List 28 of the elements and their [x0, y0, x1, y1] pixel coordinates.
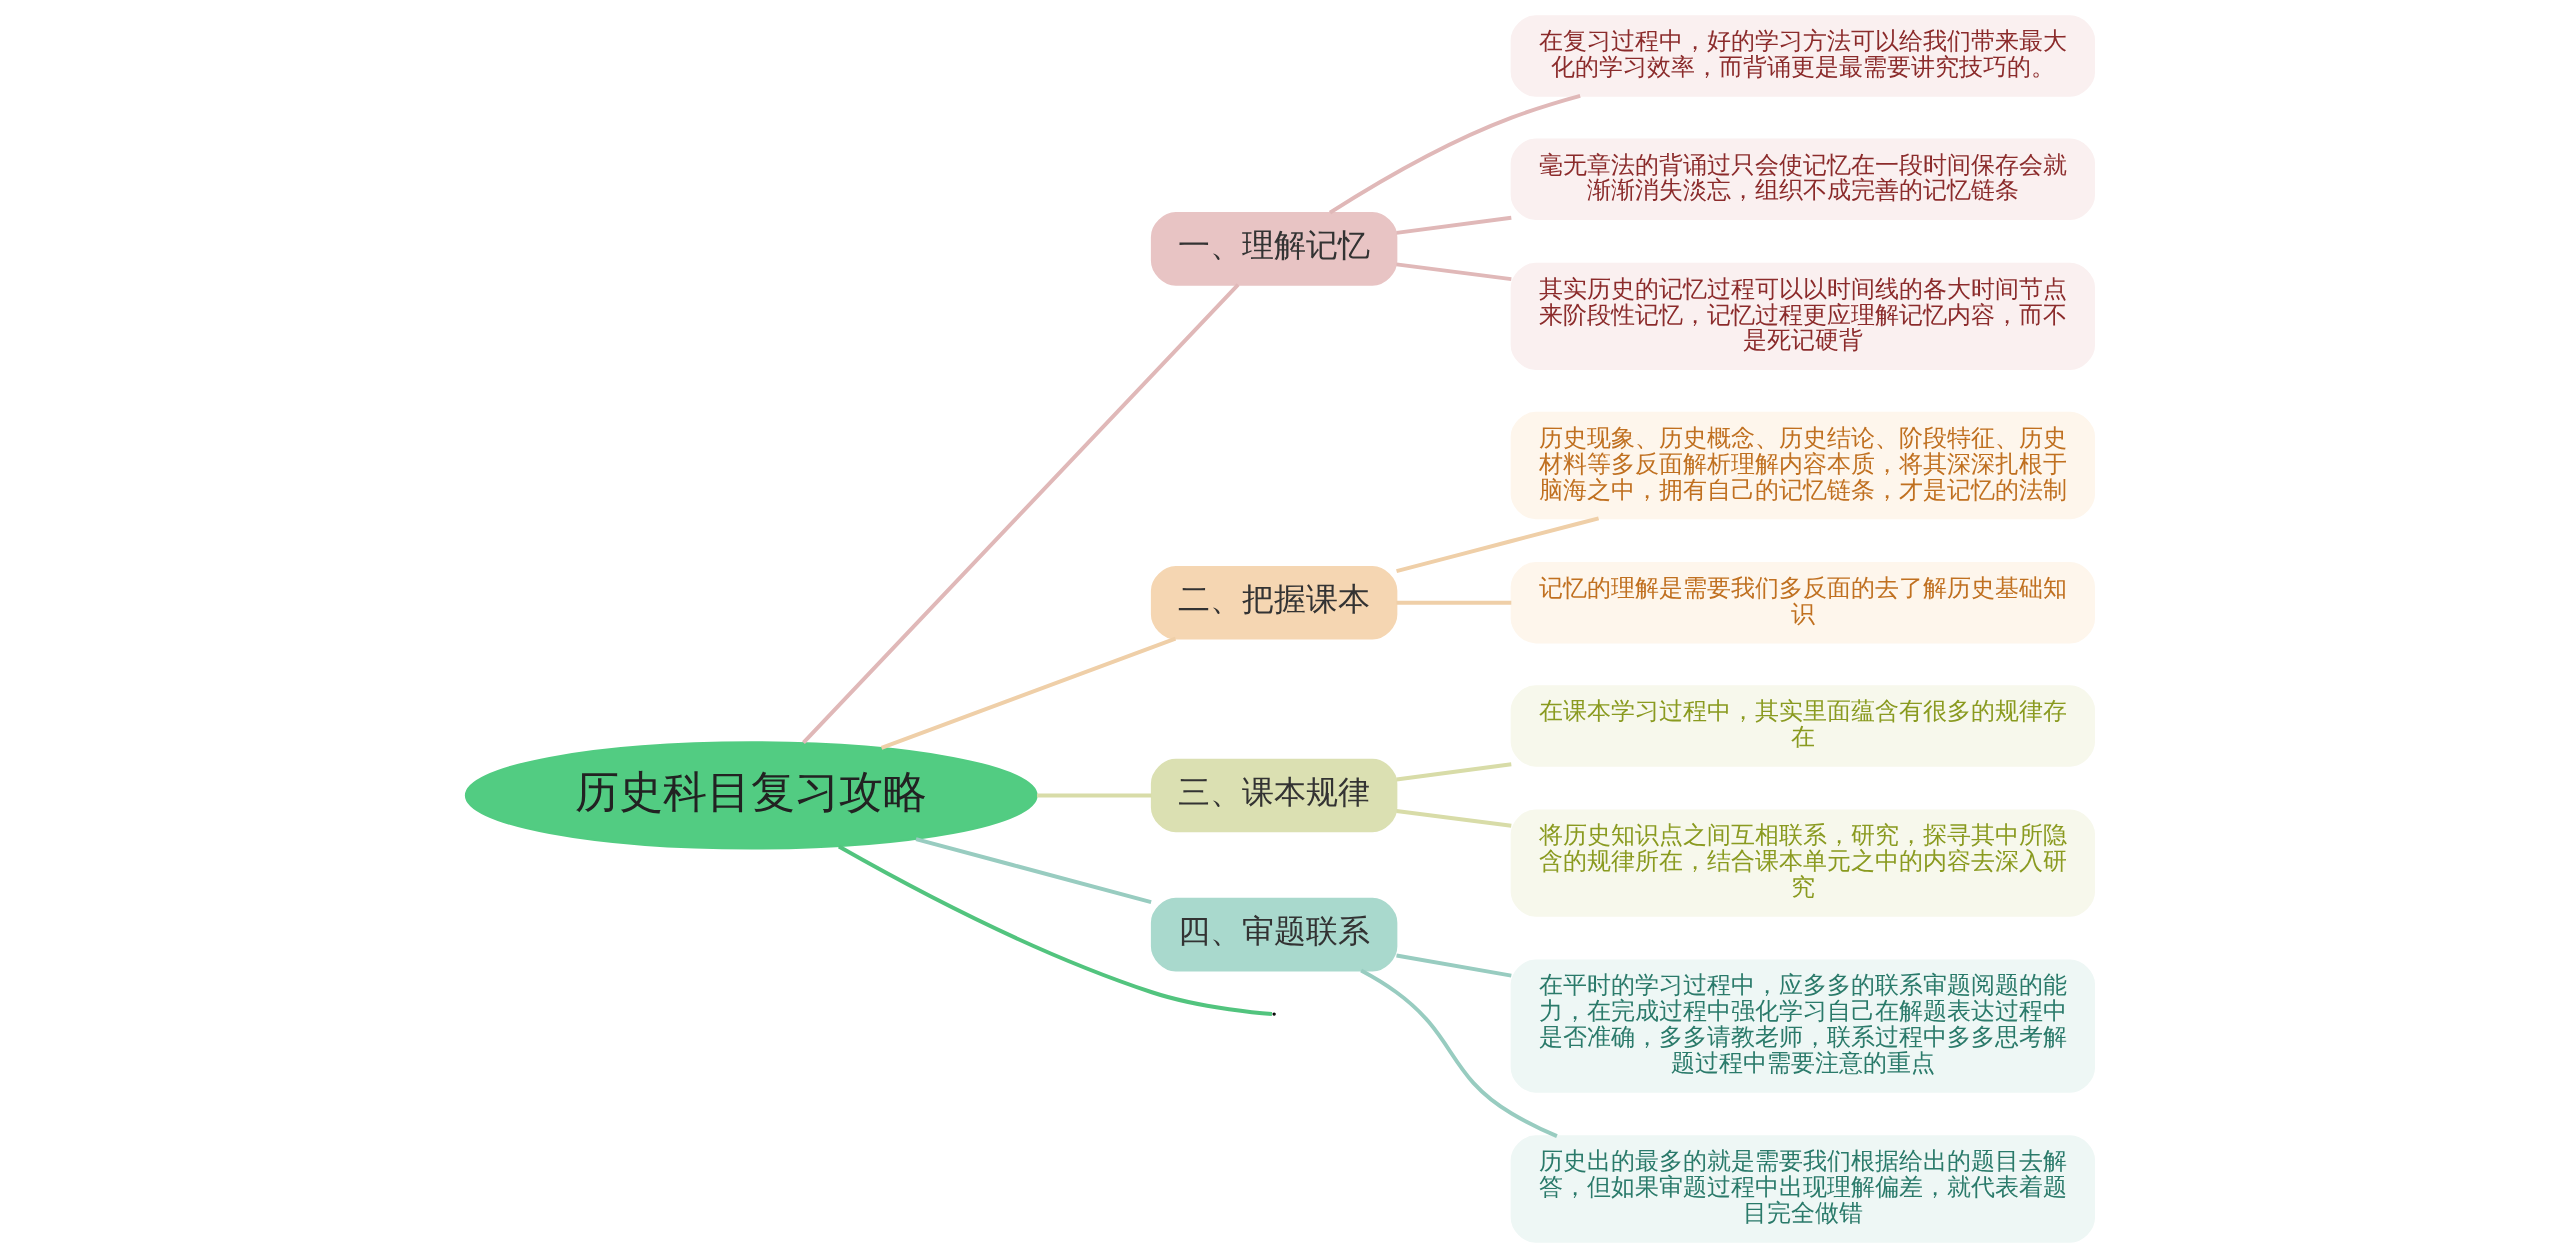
node-box: 四、审题联系	[1150, 897, 1398, 972]
connector	[1396, 809, 1512, 828]
connector	[880, 636, 1177, 750]
connector	[1396, 762, 1512, 782]
connector	[1396, 516, 1600, 574]
connector	[1396, 262, 1512, 282]
node-box: 二、把握课本	[1150, 565, 1398, 640]
node-box: 记忆的理解是需要我们多反面的去了解历史基础知识	[1510, 561, 2096, 644]
connector	[915, 837, 1152, 905]
node-box: 在复习过程中，好的学习方法可以给我们带来最大化的学习效率，而背诵更是最需要讲究技巧的。	[1510, 15, 2096, 97]
node-box: 历史现象、历史概念、历史结论、阶段特征、历史材料等多反面解析理解内容本质，将其深深扎根于脑海之中，拥有自己的记忆链条，才是记忆的法制	[1510, 411, 2096, 520]
node-box: 在课本学习过程中，其实里面蕴含有很多的规律存在	[1510, 685, 2096, 767]
node-box: 历史出的最多的就是需要我们根据给出的题目去解答，但如果审题过程中出现理解偏差，就代表着题目完全做错	[1510, 1135, 2096, 1243]
connector	[1396, 600, 1512, 605]
node-box: 一、理解记忆	[1150, 212, 1398, 286]
connector	[802, 283, 1240, 744]
node-box: 三、课本规律	[1150, 758, 1398, 833]
node-ellipse: 历史科目复习攻略	[464, 741, 1038, 850]
connector	[1360, 968, 1558, 1138]
connector	[837, 844, 1273, 1017]
connector	[1036, 793, 1152, 798]
node-box: 将历史知识点之间互相联系，研究，探寻其中所隐含的规律所在，结合课本单元之中的内容去深入研究	[1510, 809, 2096, 917]
connector	[1328, 93, 1581, 215]
node-box: 毫无章法的背诵过只会使记忆在一段时间保存会就渐渐消失淡忘，组织不成完善的记忆链条	[1510, 138, 2096, 221]
node-box: 其实历史的记忆过程可以以时间线的各大时间节点来阶段性记忆，记忆过程更应理解记忆内容，而不是死记硬背	[1510, 262, 2096, 371]
connector	[1396, 953, 1512, 978]
connector	[1396, 215, 1512, 235]
node-box: 在平时的学习过程中，应多多的联系审题阅题的能力，在完成过程中强化学习自己在解题表达过程中是否准确，多多请教老师，联系过程中多多思考解题过程中需要注意的重点	[1510, 959, 2096, 1093]
